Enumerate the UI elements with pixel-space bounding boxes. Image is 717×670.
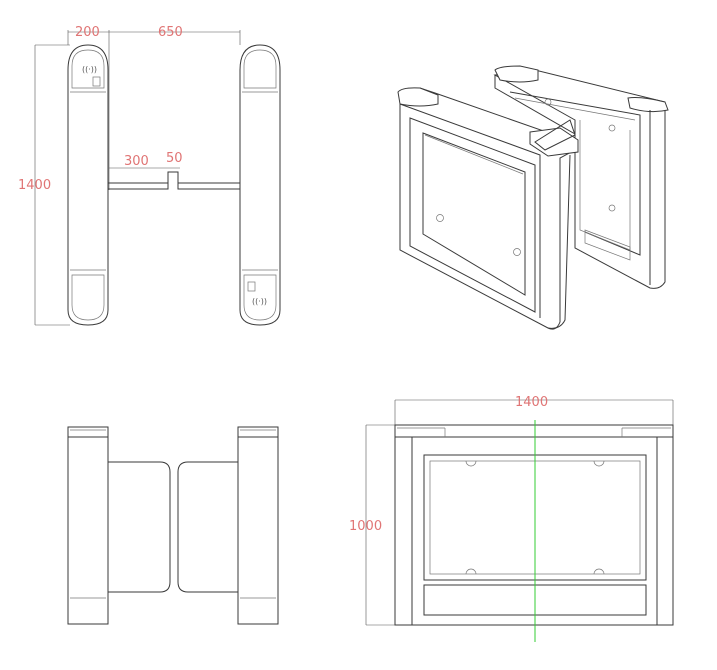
svg-text:((·)): ((·)) [82,65,97,74]
dim-1400-height: 1400 [18,178,51,193]
front-frame [394,424,674,626]
rfid-reader-icon: ((·)) [82,65,101,87]
front-dimension-lines [365,399,674,626]
flap-iso [534,119,576,151]
dim-1400-width: 1400 [515,395,548,410]
dim-650: 650 [158,25,183,40]
front-cabinet-iso [397,87,579,330]
svg-text:((·)): ((·)) [252,297,267,306]
dim-1000-height: 1000 [349,519,382,534]
dim-200: 200 [75,25,100,40]
plan-view: ((·)) ((·)) 200 650 1400 300 50 [18,25,281,326]
mounting-holes [465,460,605,575]
dim-50: 50 [166,151,183,166]
left-post-side [67,426,109,625]
swing-flaps-plan [107,171,241,190]
left-post-plan: ((·)) [67,44,109,326]
side-view [67,426,279,625]
back-cabinet-iso [493,65,669,289]
right-post-side [237,426,279,625]
isometric-view [397,65,669,330]
dim-300: 300 [124,154,149,169]
plan-dimension-lines [34,30,241,326]
right-post-plan: ((·)) [239,44,281,326]
front-elevation: 1400 1000 [349,395,674,642]
flaps-side [108,461,238,593]
rfid-reader-icon: ((·)) [247,281,267,306]
